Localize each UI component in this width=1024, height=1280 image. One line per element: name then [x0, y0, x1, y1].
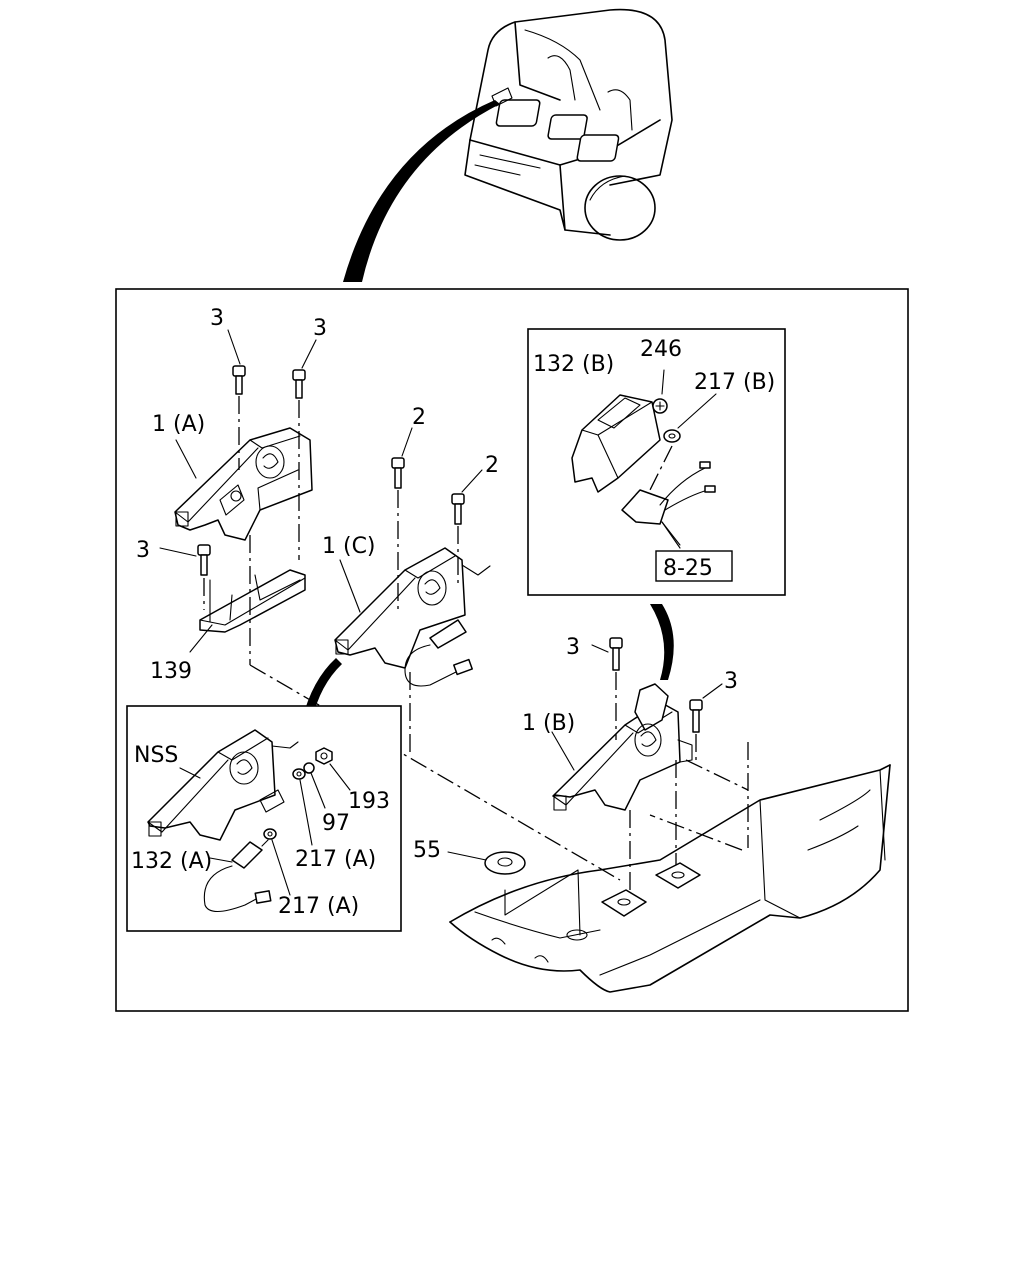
- washer-217b-icon: [663, 393, 717, 443]
- switch-cover-132b: [571, 394, 661, 493]
- bolt-3-a-icon: [227, 329, 246, 470]
- latch-nss-illustration: [147, 729, 299, 841]
- label-ref-8-25: 8-25: [663, 556, 713, 581]
- bolt-3-e-icon: [689, 683, 723, 760]
- callout-arrow-nss: [302, 658, 342, 720]
- label-part-217a-2: 217 (A): [278, 894, 359, 919]
- label-nss: NSS: [134, 743, 178, 768]
- callout-arrow-top: [343, 100, 500, 282]
- label-bolt-2-a: 2: [412, 405, 426, 430]
- nut-193-icon: [315, 747, 333, 765]
- label-part-55: 55: [413, 838, 441, 863]
- screw-246-icon: [652, 369, 668, 414]
- floor-pad-2-icon: [655, 862, 701, 889]
- callout-arrow-inset: [650, 604, 674, 680]
- floor-panel-illustration: [449, 764, 891, 993]
- label-part-217b: 217 (B): [694, 370, 775, 395]
- bracket-139-illustration: [199, 569, 306, 633]
- label-part-193: 193: [348, 789, 390, 814]
- bolt-3-c-icon: [159, 544, 211, 610]
- main-frame: [115, 288, 909, 1012]
- label-bolt-2-b: 2: [485, 453, 499, 478]
- latch-1a-illustration: [174, 427, 313, 541]
- label-bolt-3-a: 3: [210, 306, 224, 331]
- bolt-3-d-icon: [591, 637, 623, 740]
- label-part-246: 246: [640, 337, 682, 362]
- switch-connector-icon: [621, 445, 716, 546]
- bolt-3-b-icon: [292, 339, 317, 560]
- latch-1c-illustration: [334, 547, 491, 687]
- label-bracket-139: 139: [150, 659, 192, 684]
- label-part-1b: 1 (B): [522, 711, 575, 736]
- bolt-2-a-icon: [391, 427, 413, 610]
- label-bolt-3-b: 3: [313, 316, 327, 341]
- label-bolt-3-e: 3: [724, 669, 738, 694]
- label-part-1a: 1 (A): [152, 412, 205, 437]
- floor-plug-55-icon: [484, 851, 526, 875]
- label-part-132a: 132 (A): [131, 849, 212, 874]
- label-part-1c: 1 (C): [322, 534, 376, 559]
- washer-97-icon: [303, 762, 315, 774]
- latch-1b-illustration: [552, 683, 693, 811]
- ref-box-8-25: [655, 550, 733, 582]
- label-part-132b: 132 (B): [533, 352, 614, 377]
- bolt-2-b-icon: [451, 469, 483, 585]
- label-part-217a-1: 217 (A): [295, 847, 376, 872]
- label-bolt-3-d: 3: [566, 635, 580, 660]
- sensor-132a-icon: [203, 839, 272, 913]
- label-bolt-3-c: 3: [136, 538, 150, 563]
- vehicle-cab-illustration: [464, 8, 673, 241]
- label-part-97: 97: [322, 811, 350, 836]
- floor-pad-1-icon: [601, 889, 647, 917]
- washer-217a-icon: [263, 768, 306, 840]
